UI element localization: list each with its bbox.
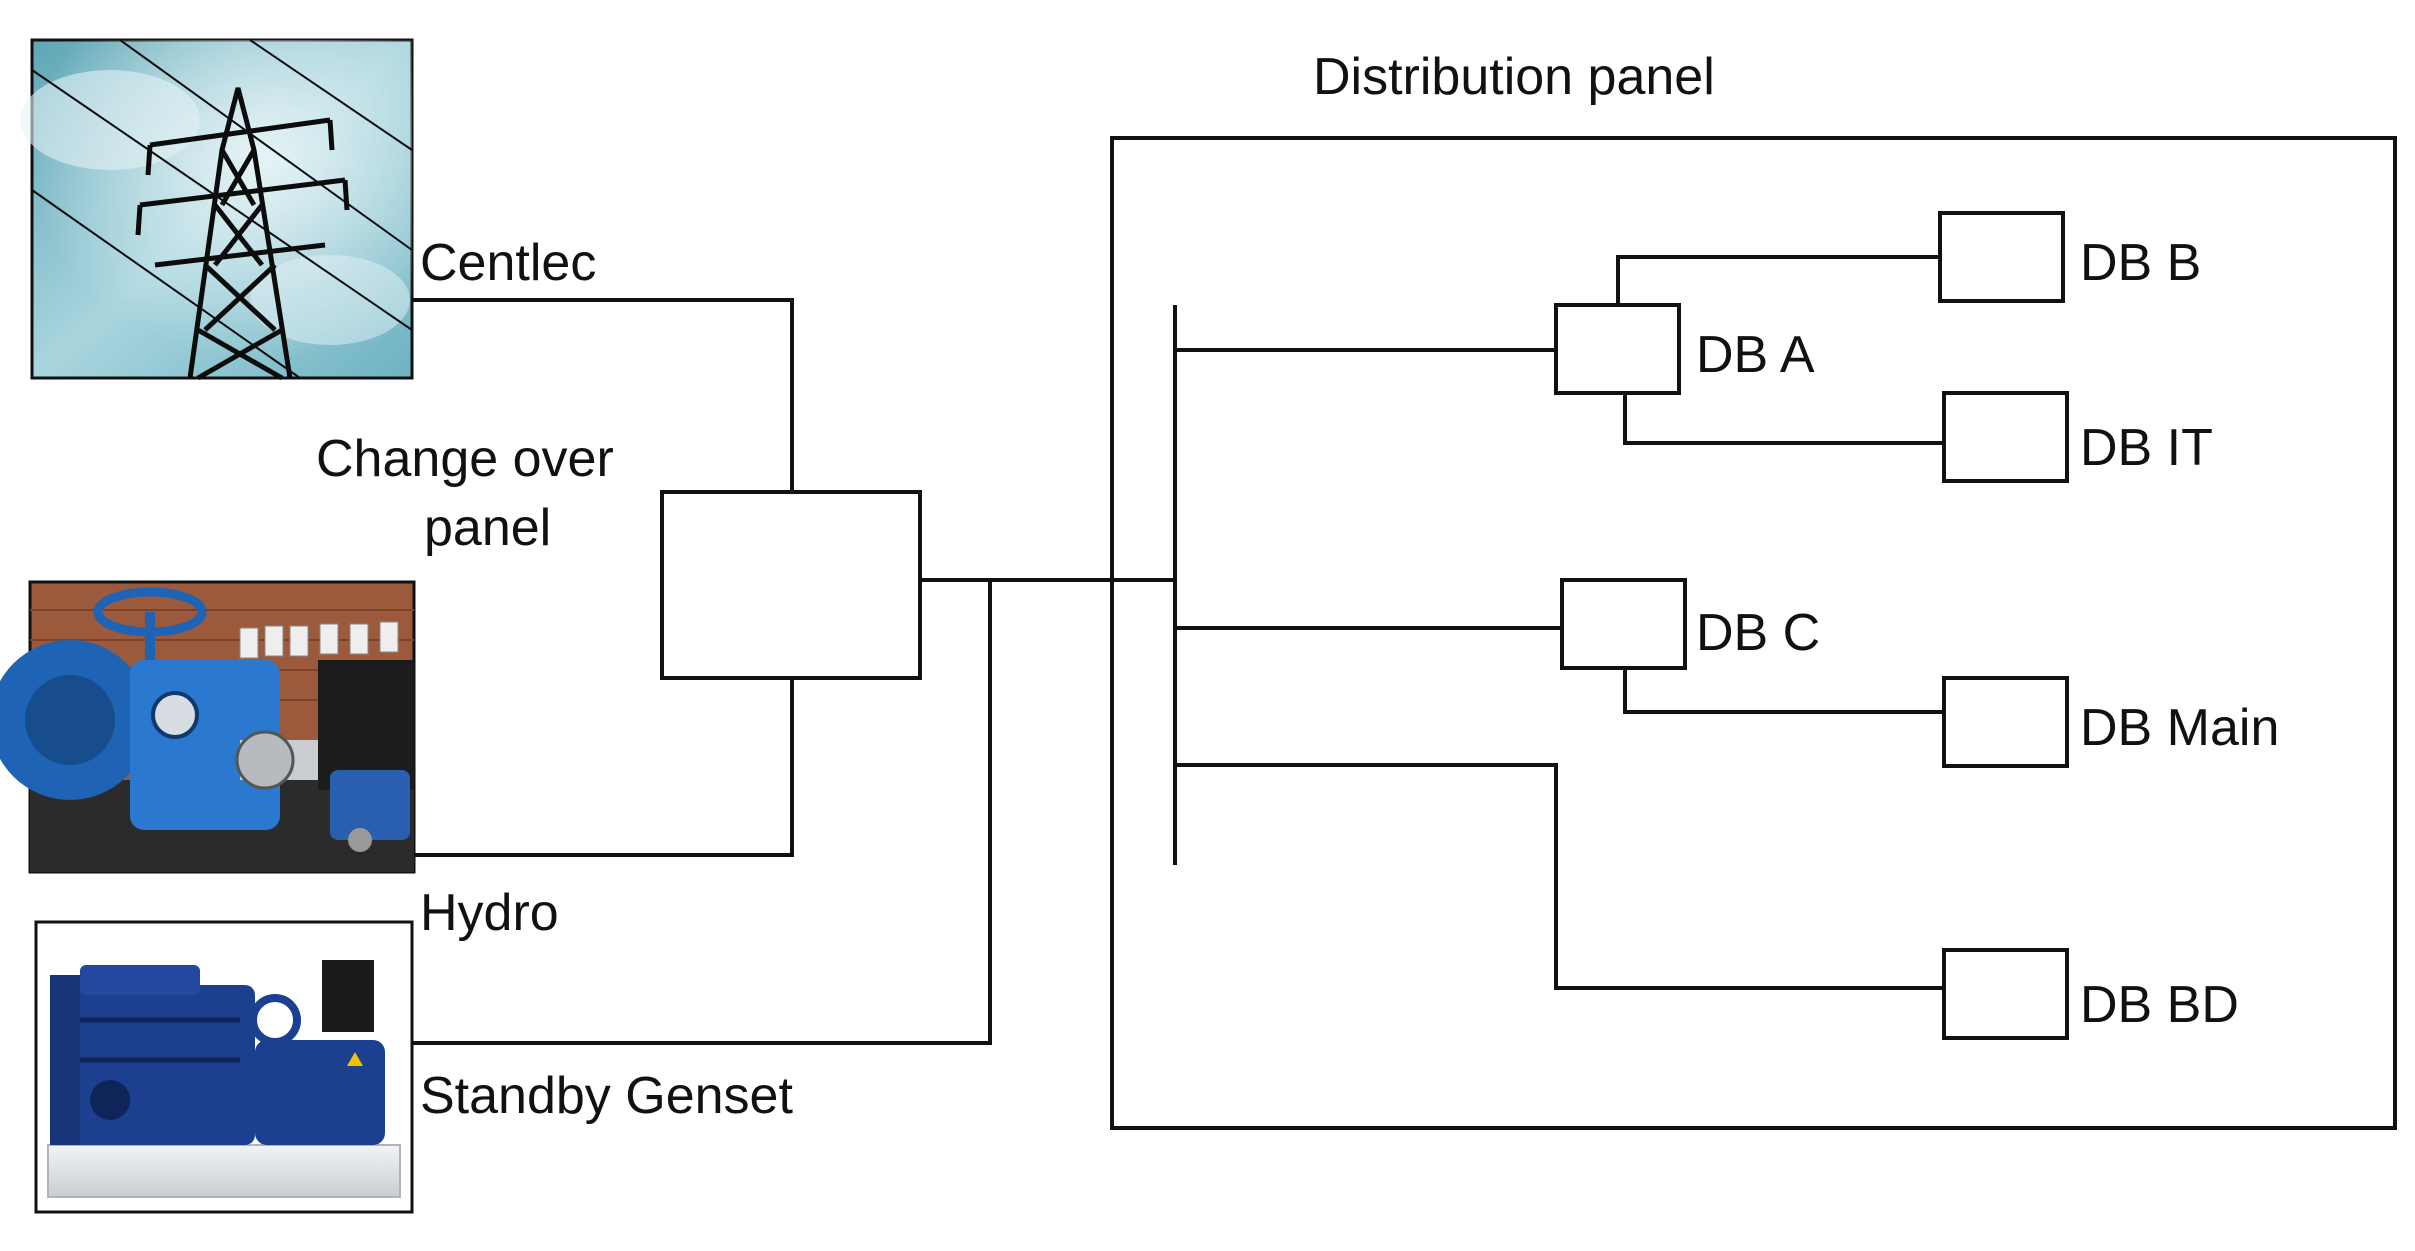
change-over-label-line2: panel [424,499,551,557]
distribution-wires [1173,255,1944,990]
hydro-turbine-icon [0,587,414,852]
db-it-label: DB IT [2080,419,2213,477]
db-main-box [1942,676,2069,768]
db-b-label: DB B [2080,234,2201,292]
db-a-label: DB A [1696,326,1815,384]
transmission-tower-icon [31,39,413,381]
genset-wire [412,580,992,1045]
db-bd-box [1942,948,2069,1040]
centlec-label: Centlec [420,234,596,292]
centlec-wire [412,298,794,492]
standby-genset-label: Standby Genset [420,1067,793,1125]
change-over-panel-box [660,490,922,680]
diesel-generator-icon [47,960,401,1198]
db-c-box [1560,578,1687,670]
db-a-box [1554,303,1681,395]
change-over-label-line1: Change over [316,430,614,488]
db-it-box [1942,391,2069,483]
db-bd-label: DB BD [2080,976,2239,1034]
hydro-photo [0,580,416,874]
source-wires [412,298,1175,1045]
link-a-it [1623,393,1944,445]
hydro-wire [414,678,794,857]
distribution-panel-frame [1110,136,2397,1130]
hydro-label: Hydro [420,884,559,942]
branch-db-bd [1175,763,1944,990]
link-a-b [1616,255,1940,305]
db-main-label: DB Main [2080,699,2279,757]
pylon-photo [20,38,414,381]
db-c-label: DB C [1696,604,1820,662]
link-c-main [1623,668,1944,714]
db-b-box [1938,211,2065,303]
genset-photo [34,920,414,1214]
distribution-panel-label: Distribution panel [1313,48,1715,106]
